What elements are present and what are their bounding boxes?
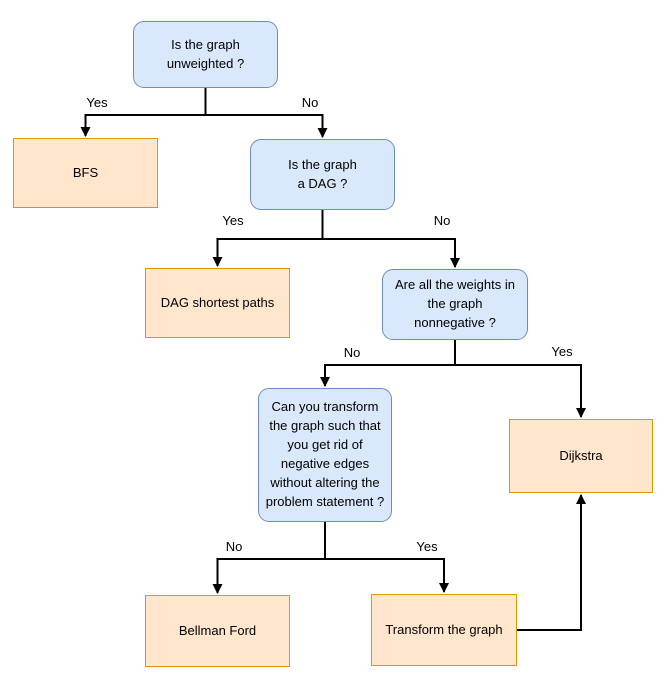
node-label: Can you transform the graph such that yo…: [265, 399, 385, 509]
edge-label-dag-yes: Yes: [220, 213, 246, 228]
node-question-nonnegative-weights: Are all the weights in the graph nonnega…: [382, 269, 528, 340]
edge-nonneg-yes-to-dijkstra: [454, 340, 586, 418]
node-result-bellman-ford: Bellman Ford: [145, 595, 290, 667]
edge-label-nonneg-no: No: [341, 345, 363, 360]
node-question-unweighted: Is the graph unweighted ?: [133, 21, 278, 88]
edge-label-nonneg-yes: Yes: [549, 344, 575, 359]
node-label: Bellman Ford: [178, 622, 257, 638]
node-result-dag-shortest-paths: DAG shortest paths: [145, 268, 290, 338]
node-label: Are all the weights in the graph nonnega…: [395, 277, 515, 330]
edge-label-dag-no: No: [431, 213, 453, 228]
edge-transformq-yes-to-transform: [324, 522, 449, 593]
node-result-transform-graph: Transform the graph: [371, 594, 517, 666]
edge-label-transform-yes: Yes: [414, 539, 440, 554]
node-label: BFS: [72, 164, 99, 180]
edge-transform-to-dijkstra: [517, 494, 586, 631]
node-label: DAG shortest paths: [160, 294, 275, 310]
node-label: Is the graph a DAG ?: [288, 156, 357, 191]
node-question-dag: Is the graph a DAG ?: [250, 139, 395, 210]
node-result-dijkstra: Dijkstra: [509, 419, 653, 493]
node-question-can-transform: Can you transform the graph such that yo…: [258, 388, 392, 522]
edge-dag-no-to-nonneg: [321, 210, 460, 268]
node-label: Dijkstra: [559, 447, 603, 463]
edge-transformq-no-to-bellman: [212, 522, 326, 594]
node-label: Transform the graph: [385, 621, 503, 637]
edge-label-unweighted-yes: Yes: [84, 95, 110, 110]
edge-label-transform-no: No: [223, 539, 245, 554]
edge-label-unweighted-no: No: [299, 95, 321, 110]
edge-unweighted-no-to-dag: [204, 88, 328, 138]
node-result-bfs: BFS: [13, 138, 158, 208]
node-label: Is the graph unweighted ?: [166, 36, 245, 71]
